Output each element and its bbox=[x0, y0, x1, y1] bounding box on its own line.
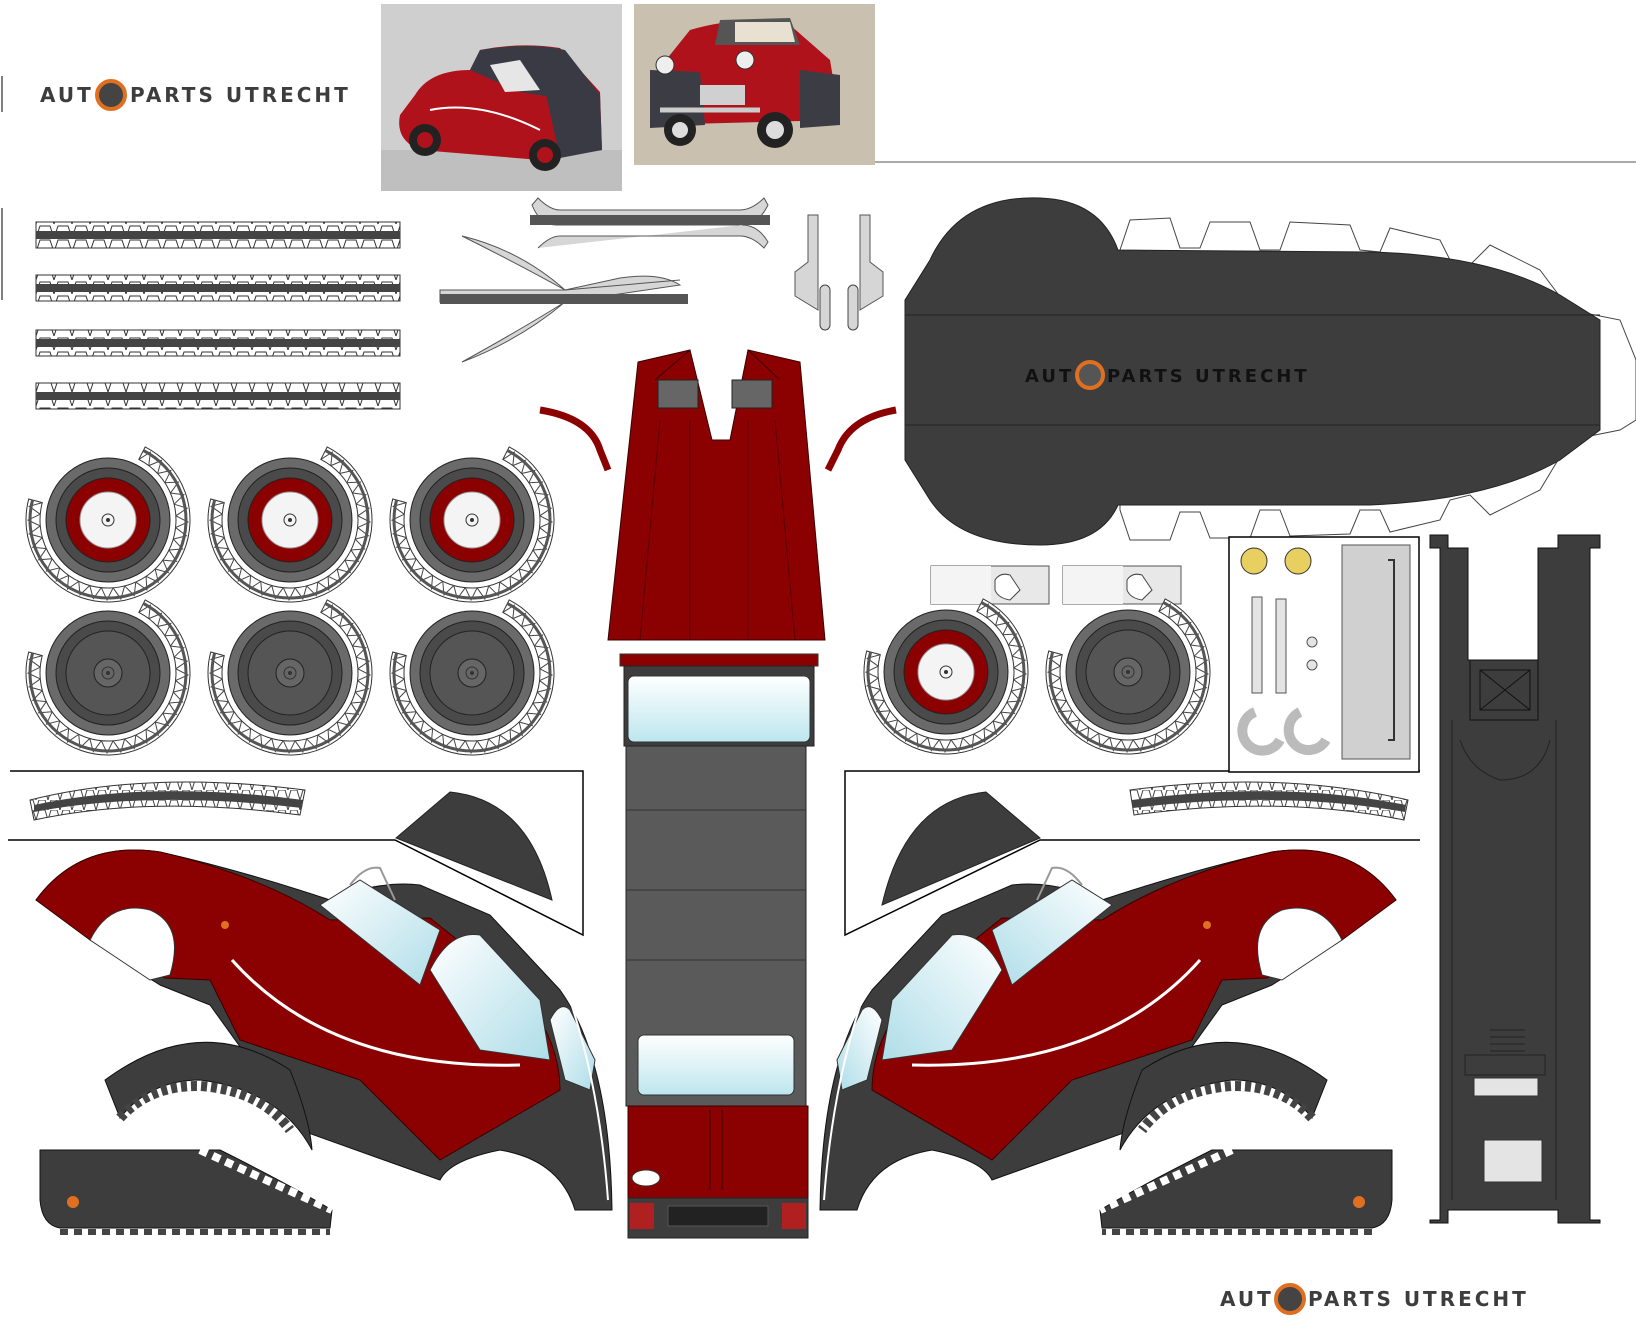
wheel-1 bbox=[25, 446, 191, 603]
logo-bottom-text-left: AUT bbox=[1220, 1287, 1274, 1311]
number-plate-light bbox=[631, 1169, 661, 1187]
headlight-right-icon bbox=[1284, 547, 1312, 575]
wheel-arch-right bbox=[1119, 1041, 1328, 1151]
right-door-flap bbox=[881, 791, 1041, 906]
body-center-strip bbox=[619, 653, 819, 1239]
roof-canvas-part: AUT PARTS UTRECHT bbox=[904, 197, 1636, 546]
logo-text-left: AUT bbox=[40, 83, 94, 107]
wheel-group-right bbox=[863, 598, 1211, 755]
hood-part bbox=[539, 349, 897, 641]
wheel-5 bbox=[207, 599, 373, 756]
car-photo-front bbox=[634, 4, 875, 165]
headlight-left-icon bbox=[1240, 547, 1268, 575]
rear-bumper-part bbox=[439, 235, 688, 363]
logo-bottom-gear-icon bbox=[1274, 1283, 1306, 1315]
door-handle-parts bbox=[930, 565, 1182, 605]
roof-logo-gear-icon bbox=[1075, 360, 1105, 390]
tire-strips bbox=[35, 221, 401, 410]
section-dividers bbox=[8, 770, 1420, 937]
left-side-body bbox=[35, 849, 613, 1211]
wheel-right-2 bbox=[1045, 598, 1211, 755]
roof-logo-text-left: AUT bbox=[1025, 366, 1074, 387]
wheel-4 bbox=[25, 599, 191, 756]
bumper-brackets bbox=[794, 214, 884, 331]
tire-strip-4 bbox=[35, 382, 401, 410]
fender-strip-right bbox=[1129, 781, 1409, 821]
wheel-group-left bbox=[25, 446, 555, 756]
wheel-6 bbox=[389, 599, 555, 756]
tire-strip-1 bbox=[35, 221, 401, 249]
tire-strip-3 bbox=[35, 329, 401, 357]
left-door-flap bbox=[395, 791, 553, 901]
front-bumper-part bbox=[530, 197, 770, 249]
logo-gear-icon bbox=[95, 79, 127, 111]
front-fender-right bbox=[1098, 1146, 1393, 1235]
small-parts-box bbox=[1228, 536, 1420, 773]
chassis-part bbox=[1429, 534, 1601, 1224]
logo-bottom-text-right: PARTS UTRECHT bbox=[1308, 1287, 1529, 1311]
roof-logo-text-right: PARTS UTRECHT bbox=[1107, 366, 1310, 387]
logo-text-right: PARTS UTRECHT bbox=[130, 83, 351, 107]
car-photo-rear bbox=[381, 4, 622, 191]
right-side-body bbox=[819, 849, 1397, 1211]
brand-logo-bottom: AUT PARTS UTRECHT bbox=[1220, 1283, 1529, 1315]
tire-strip-2 bbox=[35, 274, 401, 302]
wheel-arch-left bbox=[104, 1041, 313, 1151]
fender-strip-left bbox=[29, 781, 306, 821]
brand-logo-top: AUT PARTS UTRECHT bbox=[40, 79, 351, 111]
wheel-3 bbox=[389, 446, 555, 603]
wheel-right-1 bbox=[863, 598, 1029, 755]
wheel-2 bbox=[207, 446, 373, 603]
front-fender-left bbox=[39, 1146, 334, 1235]
